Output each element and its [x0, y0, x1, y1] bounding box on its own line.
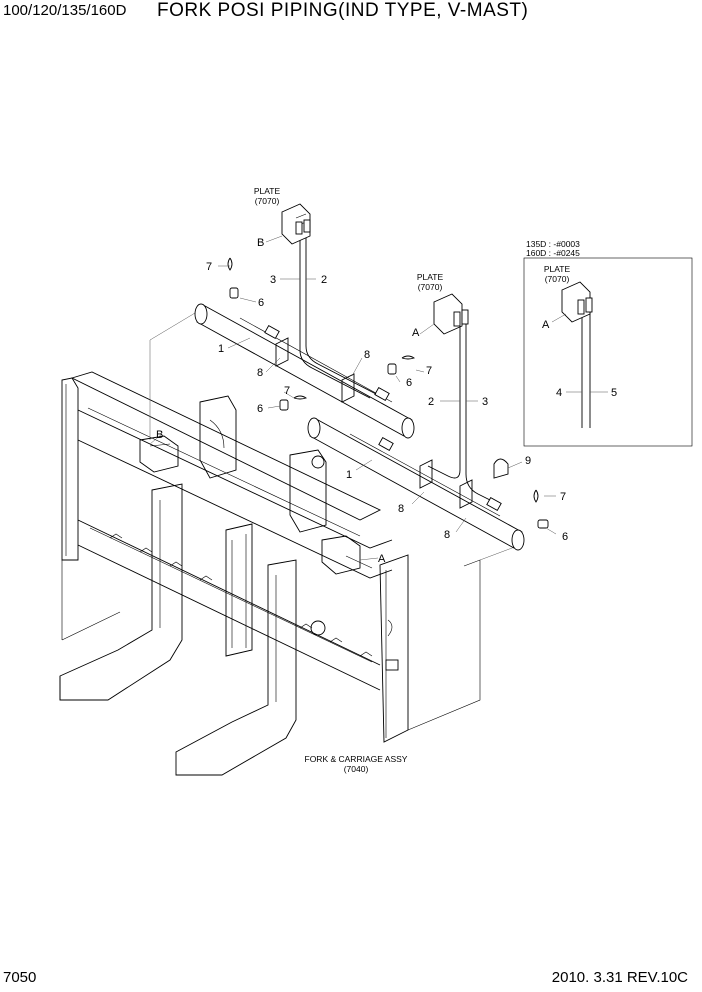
model-label: 100/120/135/160D — [3, 2, 127, 19]
callout-2-mid: 2 — [428, 396, 434, 408]
plate-mid-a — [433, 293, 469, 335]
hoses — [299, 230, 591, 501]
callout-8-top-right: 8 — [364, 349, 370, 361]
callout-8-bot-left: 8 — [398, 503, 404, 515]
plate-top-name: PLATE — [254, 186, 281, 196]
inset-plate-name: PLATE — [544, 264, 571, 274]
callout-6-mid: 6 — [406, 377, 412, 389]
revision-label: 2010. 3.31 REV.10C — [551, 969, 688, 986]
pins-and-clips — [227, 257, 549, 529]
callout-2-top: 2 — [321, 274, 327, 286]
callout-b-carriage: B — [156, 429, 163, 441]
cylinder-upper — [194, 303, 415, 439]
callout-6-top: 6 — [258, 297, 264, 309]
callout-8-bot: 8 — [444, 529, 450, 541]
inset-callout-5: 5 — [611, 387, 617, 399]
callout-7-top: 7 — [206, 261, 212, 273]
callout-1-top: 1 — [218, 343, 224, 355]
plate-top-code: (7070) — [255, 196, 280, 206]
fork-carriage-drawing — [59, 309, 521, 776]
plate-top-b — [281, 203, 311, 245]
callout-7-left: 7 — [284, 385, 290, 397]
plate-mid-name: PLATE — [417, 272, 444, 282]
callout-6-left: 6 — [257, 403, 263, 415]
callout-a-carriage: A — [378, 553, 386, 565]
inset-serial-160: 160D : -#0245 — [526, 248, 580, 258]
callout-3-top: 3 — [270, 274, 276, 286]
leader-lines — [149, 235, 608, 561]
plate-mid-code: (7070) — [418, 282, 443, 292]
callout-1-mid: 1 — [346, 469, 352, 481]
fork-carriage-name: FORK & CARRIAGE ASSY — [305, 754, 408, 764]
cylinder-lower — [307, 417, 525, 551]
hose-clamps — [275, 337, 473, 509]
inset-callout-a: A — [542, 319, 550, 331]
inset-callout-4: 4 — [556, 387, 562, 399]
callout-b-top: B — [257, 237, 264, 249]
inset-frame — [523, 257, 693, 447]
callout-8-top-left: 8 — [257, 367, 263, 379]
page-title: FORK POSI PIPING(IND TYPE, V-MAST) — [157, 0, 529, 21]
fork-carriage-code: (7040) — [344, 764, 369, 774]
inset-plate-code: (7070) — [545, 274, 570, 284]
callout-9: 9 — [525, 455, 531, 467]
callout-6-right: 6 — [562, 531, 568, 543]
callout-a-mid: A — [412, 327, 420, 339]
page-number: 7050 — [3, 969, 37, 986]
callout-7-right: 7 — [560, 491, 566, 503]
inset-serial-135: 135D : -#0003 — [526, 239, 580, 249]
callout-7-mid: 7 — [426, 365, 432, 377]
plate-inset-a — [561, 281, 593, 323]
callout-3-mid: 3 — [482, 396, 488, 408]
